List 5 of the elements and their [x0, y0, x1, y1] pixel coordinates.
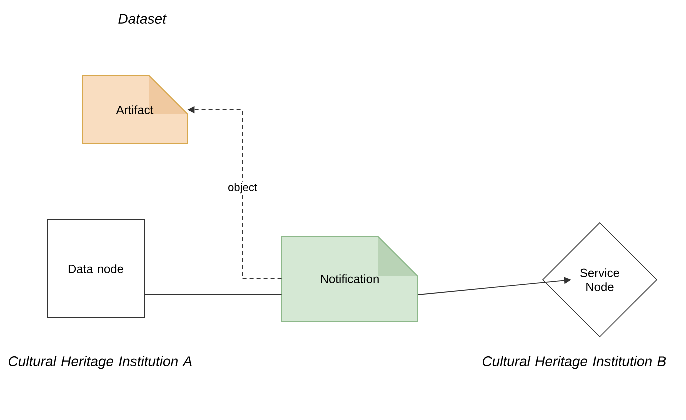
process-box: Data node: [47, 220, 145, 318]
caption-label: Dataset: [118, 14, 167, 24]
caption-label: Cultural Heritage Institution B: [482, 356, 666, 370]
caption-label: Cultural Heritage Institution A: [8, 356, 192, 370]
edge-label: object: [226, 182, 259, 196]
